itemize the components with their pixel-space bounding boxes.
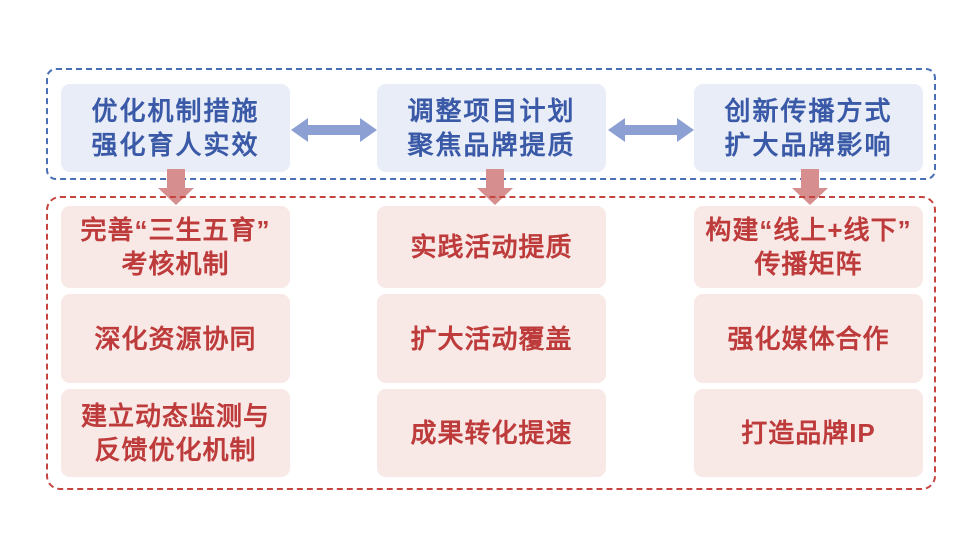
strategy-box-2-line-1: 调整项目计划 xyxy=(407,96,576,126)
double-arrow-icon-left xyxy=(291,115,377,145)
measure-cell-3-1-line-1: 构建“线上+线下” xyxy=(705,215,912,245)
measure-cell-results-acceleration: 成果转化提速 xyxy=(377,389,606,477)
strategy-box-3-line-2: 扩大品牌影响 xyxy=(724,130,893,160)
measure-cell-3-1-line-2: 传播矩阵 xyxy=(754,249,863,279)
measure-cell-2-2-line-1: 扩大活动覆盖 xyxy=(410,323,573,354)
measure-cell-1-3-line-1: 建立动态监测与 xyxy=(80,401,270,431)
strategy-box-adjust-plan: 调整项目计划 聚焦品牌提质 xyxy=(377,84,606,172)
measure-cell-dynamic-monitoring: 建立动态监测与 反馈优化机制 xyxy=(61,389,290,477)
measure-cell-1-3-line-2: 反馈优化机制 xyxy=(94,435,257,465)
strategy-box-1-line-2: 强化育人实效 xyxy=(91,130,260,160)
double-arrow-icon-right xyxy=(608,115,694,145)
strategy-box-3-line-1: 创新传播方式 xyxy=(724,96,893,126)
strategy-box-innovate-communication: 创新传播方式 扩大品牌影响 xyxy=(694,84,923,172)
measure-cell-2-3-line-1: 成果转化提速 xyxy=(410,418,573,448)
measure-cell-1-1-line-1: 完善“三生五育” xyxy=(80,215,271,245)
measure-cell-media-cooperation: 强化媒体合作 xyxy=(694,294,923,383)
measure-cell-assessment-mechanism: 完善“三生五育” 考核机制 xyxy=(61,206,290,288)
measure-cell-activity-quality: 实践活动提质 xyxy=(377,206,606,288)
measure-cell-activity-coverage: 扩大活动覆盖 xyxy=(377,294,606,383)
measure-cell-communication-matrix: 构建“线上+线下” 传播矩阵 xyxy=(694,206,923,288)
measure-cell-2-1-line-1: 实践活动提质 xyxy=(410,232,573,262)
measures-grid-container xyxy=(46,196,936,490)
measure-cell-resource-synergy: 深化资源协同 xyxy=(61,294,290,383)
strategy-box-2-line-2: 聚焦品牌提质 xyxy=(407,130,576,160)
measure-cell-3-2-line-1: 强化媒体合作 xyxy=(727,323,890,354)
measure-cell-1-1-line-2: 考核机制 xyxy=(121,249,230,279)
strategy-box-optimize-mechanism: 优化机制措施 强化育人实效 xyxy=(61,84,290,172)
strategy-box-1-line-1: 优化机制措施 xyxy=(91,96,260,126)
measure-cell-1-2-line-1: 深化资源协同 xyxy=(94,323,257,354)
measure-cell-brand-ip: 打造品牌IP xyxy=(694,389,923,477)
measure-cell-3-3-line-1: 打造品牌IP xyxy=(741,418,876,448)
